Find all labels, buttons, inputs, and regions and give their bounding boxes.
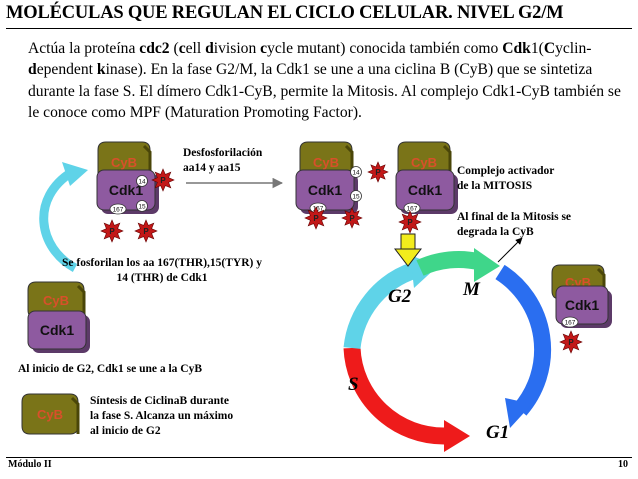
- phosphate-aa167: [304, 206, 328, 230]
- s-phase-arc: [343, 347, 446, 445]
- yellow-down-arrow: [393, 233, 423, 267]
- footer-module: Módulo II: [8, 459, 52, 470]
- curved-cyan-arrow: [39, 168, 78, 272]
- cdk1-shape: [555, 285, 609, 325]
- cyclin-b-edge: [70, 396, 80, 434]
- cdk1-shape: [395, 169, 455, 211]
- residue-167-oval: [109, 203, 127, 215]
- footer-page-number: 10: [618, 459, 628, 470]
- residue-number: 15: [352, 194, 360, 201]
- intro-paragraph: Actúa la proteína cdc2 (cell division cy…: [28, 40, 621, 121]
- title-underline: [6, 28, 632, 29]
- released-phosphate-aa15: [341, 207, 363, 229]
- cyb-text: CyB: [313, 155, 339, 170]
- residue-number: 167: [113, 207, 124, 214]
- cdk1-text: Cdk1: [109, 182, 143, 198]
- phosphate-p-text: P: [568, 338, 574, 347]
- degradation-arrow: [497, 237, 523, 263]
- residue-number: 167: [407, 206, 418, 213]
- residue-site: [350, 166, 362, 178]
- s-label: S: [348, 374, 359, 395]
- phosphate-aa14: [151, 168, 175, 192]
- g1-label: G1: [486, 422, 509, 443]
- residue-site: [136, 175, 148, 187]
- m-phase-arrowhead: [474, 248, 500, 282]
- phosphate-p-text: P: [109, 227, 115, 236]
- cdk1-text: Cdk1: [40, 322, 74, 338]
- residue-site: [136, 200, 148, 212]
- cyclin-b-shape: [21, 393, 79, 435]
- phosphate-p-text: P: [313, 214, 319, 223]
- phosphate-p-text: P: [160, 176, 166, 185]
- cyclin-b-synthesis: CyB: [21, 393, 80, 435]
- g1-phase-arrowhead: [505, 398, 532, 428]
- cyb-text: CyB: [43, 293, 69, 308]
- page-title: MOLÉCULAS QUE REGULAN EL CICLO CELULAR. …: [6, 3, 564, 23]
- phosphate-p-text: P: [407, 218, 413, 227]
- phosphate-p-text: P: [349, 214, 355, 223]
- residue-number: 167: [565, 320, 576, 327]
- m-label: M: [462, 279, 481, 300]
- cyb-text: CyB: [37, 407, 63, 422]
- residue-167-oval: [561, 316, 579, 328]
- phosphate-aa167: [100, 219, 124, 243]
- complex-g2-start: CyB Cdk1: [27, 281, 90, 353]
- phosphate-p-text: P: [375, 168, 381, 177]
- footer-divider: [6, 457, 632, 458]
- cdk1-text: Cdk1: [565, 297, 599, 313]
- cyclin-b-edge: [76, 284, 86, 318]
- residue-number: 14: [138, 179, 146, 186]
- cdk1-shape: [27, 310, 87, 350]
- residue-site: [350, 190, 362, 202]
- cdk1-text: Cdk1: [308, 182, 342, 198]
- residue-number: 167: [313, 206, 324, 213]
- curved-cyan-arrowhead: [62, 162, 88, 186]
- residue-167-oval: [403, 202, 421, 214]
- cdk1-text: Cdk1: [408, 182, 442, 198]
- phosphate-aa167: [398, 210, 422, 234]
- residue-number: 15: [138, 204, 146, 211]
- m-phase-arc: [416, 251, 482, 276]
- g2-label: G2: [388, 286, 412, 307]
- residue-number: 14: [352, 170, 360, 177]
- cyb-text: CyB: [411, 155, 437, 170]
- phosphate-aa167: [559, 330, 583, 354]
- cell-cycle-wheel: [343, 248, 552, 452]
- cyb-text: CyB: [111, 155, 137, 170]
- g1-phase-arc: [495, 264, 552, 416]
- g2-phase-arc: [343, 261, 418, 350]
- phosphate-aa15: [134, 219, 158, 243]
- s-phase-arrowhead: [444, 420, 470, 452]
- g2-binding-label: Al inicio de G2, Cdk1 se une a la CyB: [18, 363, 203, 375]
- released-phosphate-aa14: [367, 161, 389, 183]
- phosphate-p-text: P: [143, 227, 149, 236]
